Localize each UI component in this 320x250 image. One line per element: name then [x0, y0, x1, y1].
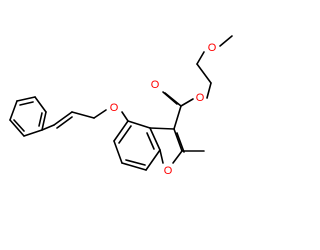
bond — [71, 111, 95, 119]
furan-oxygen-label: O — [164, 165, 173, 177]
ester-oxygen-label: O — [196, 92, 205, 104]
methoxy-oxygen-label: O — [208, 42, 217, 54]
bond — [93, 109, 107, 119]
bond — [146, 132, 155, 150]
bond — [9, 100, 18, 121]
bond — [9, 119, 25, 137]
ester-carbonyl-oxygen-label: O — [151, 79, 160, 91]
propenyl-chain — [41, 111, 95, 131]
bond — [145, 149, 161, 171]
bond — [53, 111, 73, 126]
bond — [176, 132, 185, 153]
bond — [118, 125, 132, 144]
bond — [121, 111, 129, 122]
bond — [173, 128, 183, 152]
bond — [149, 127, 161, 151]
bond — [13, 119, 25, 132]
bond — [180, 98, 194, 107]
bond — [41, 111, 47, 131]
ether-oxygen-label: O — [110, 102, 119, 114]
ester-group — [162, 91, 194, 130]
bond — [113, 140, 123, 164]
bond — [172, 150, 183, 164]
bond — [173, 105, 182, 130]
bond — [219, 35, 233, 47]
bond — [196, 63, 212, 84]
bond — [23, 129, 43, 137]
bond — [19, 101, 34, 106]
benzofuran-benzene-ring — [113, 120, 161, 171]
bond — [149, 127, 175, 130]
bond — [206, 82, 212, 99]
methoxyethyl-chain — [196, 35, 233, 99]
molecule-structure: O O O O O — [9, 35, 233, 177]
phenyl-ring — [9, 96, 47, 137]
bond — [41, 124, 55, 131]
bond — [162, 91, 178, 105]
bond — [38, 112, 43, 127]
bond — [159, 149, 164, 164]
bond — [127, 120, 151, 129]
ether-linkage — [93, 109, 129, 122]
bond — [196, 51, 205, 65]
bond — [125, 159, 146, 166]
bond — [16, 96, 36, 102]
bond — [34, 96, 47, 113]
bond — [56, 116, 73, 129]
bond — [121, 162, 147, 171]
bond — [113, 120, 129, 142]
furan-ring — [149, 127, 185, 164]
